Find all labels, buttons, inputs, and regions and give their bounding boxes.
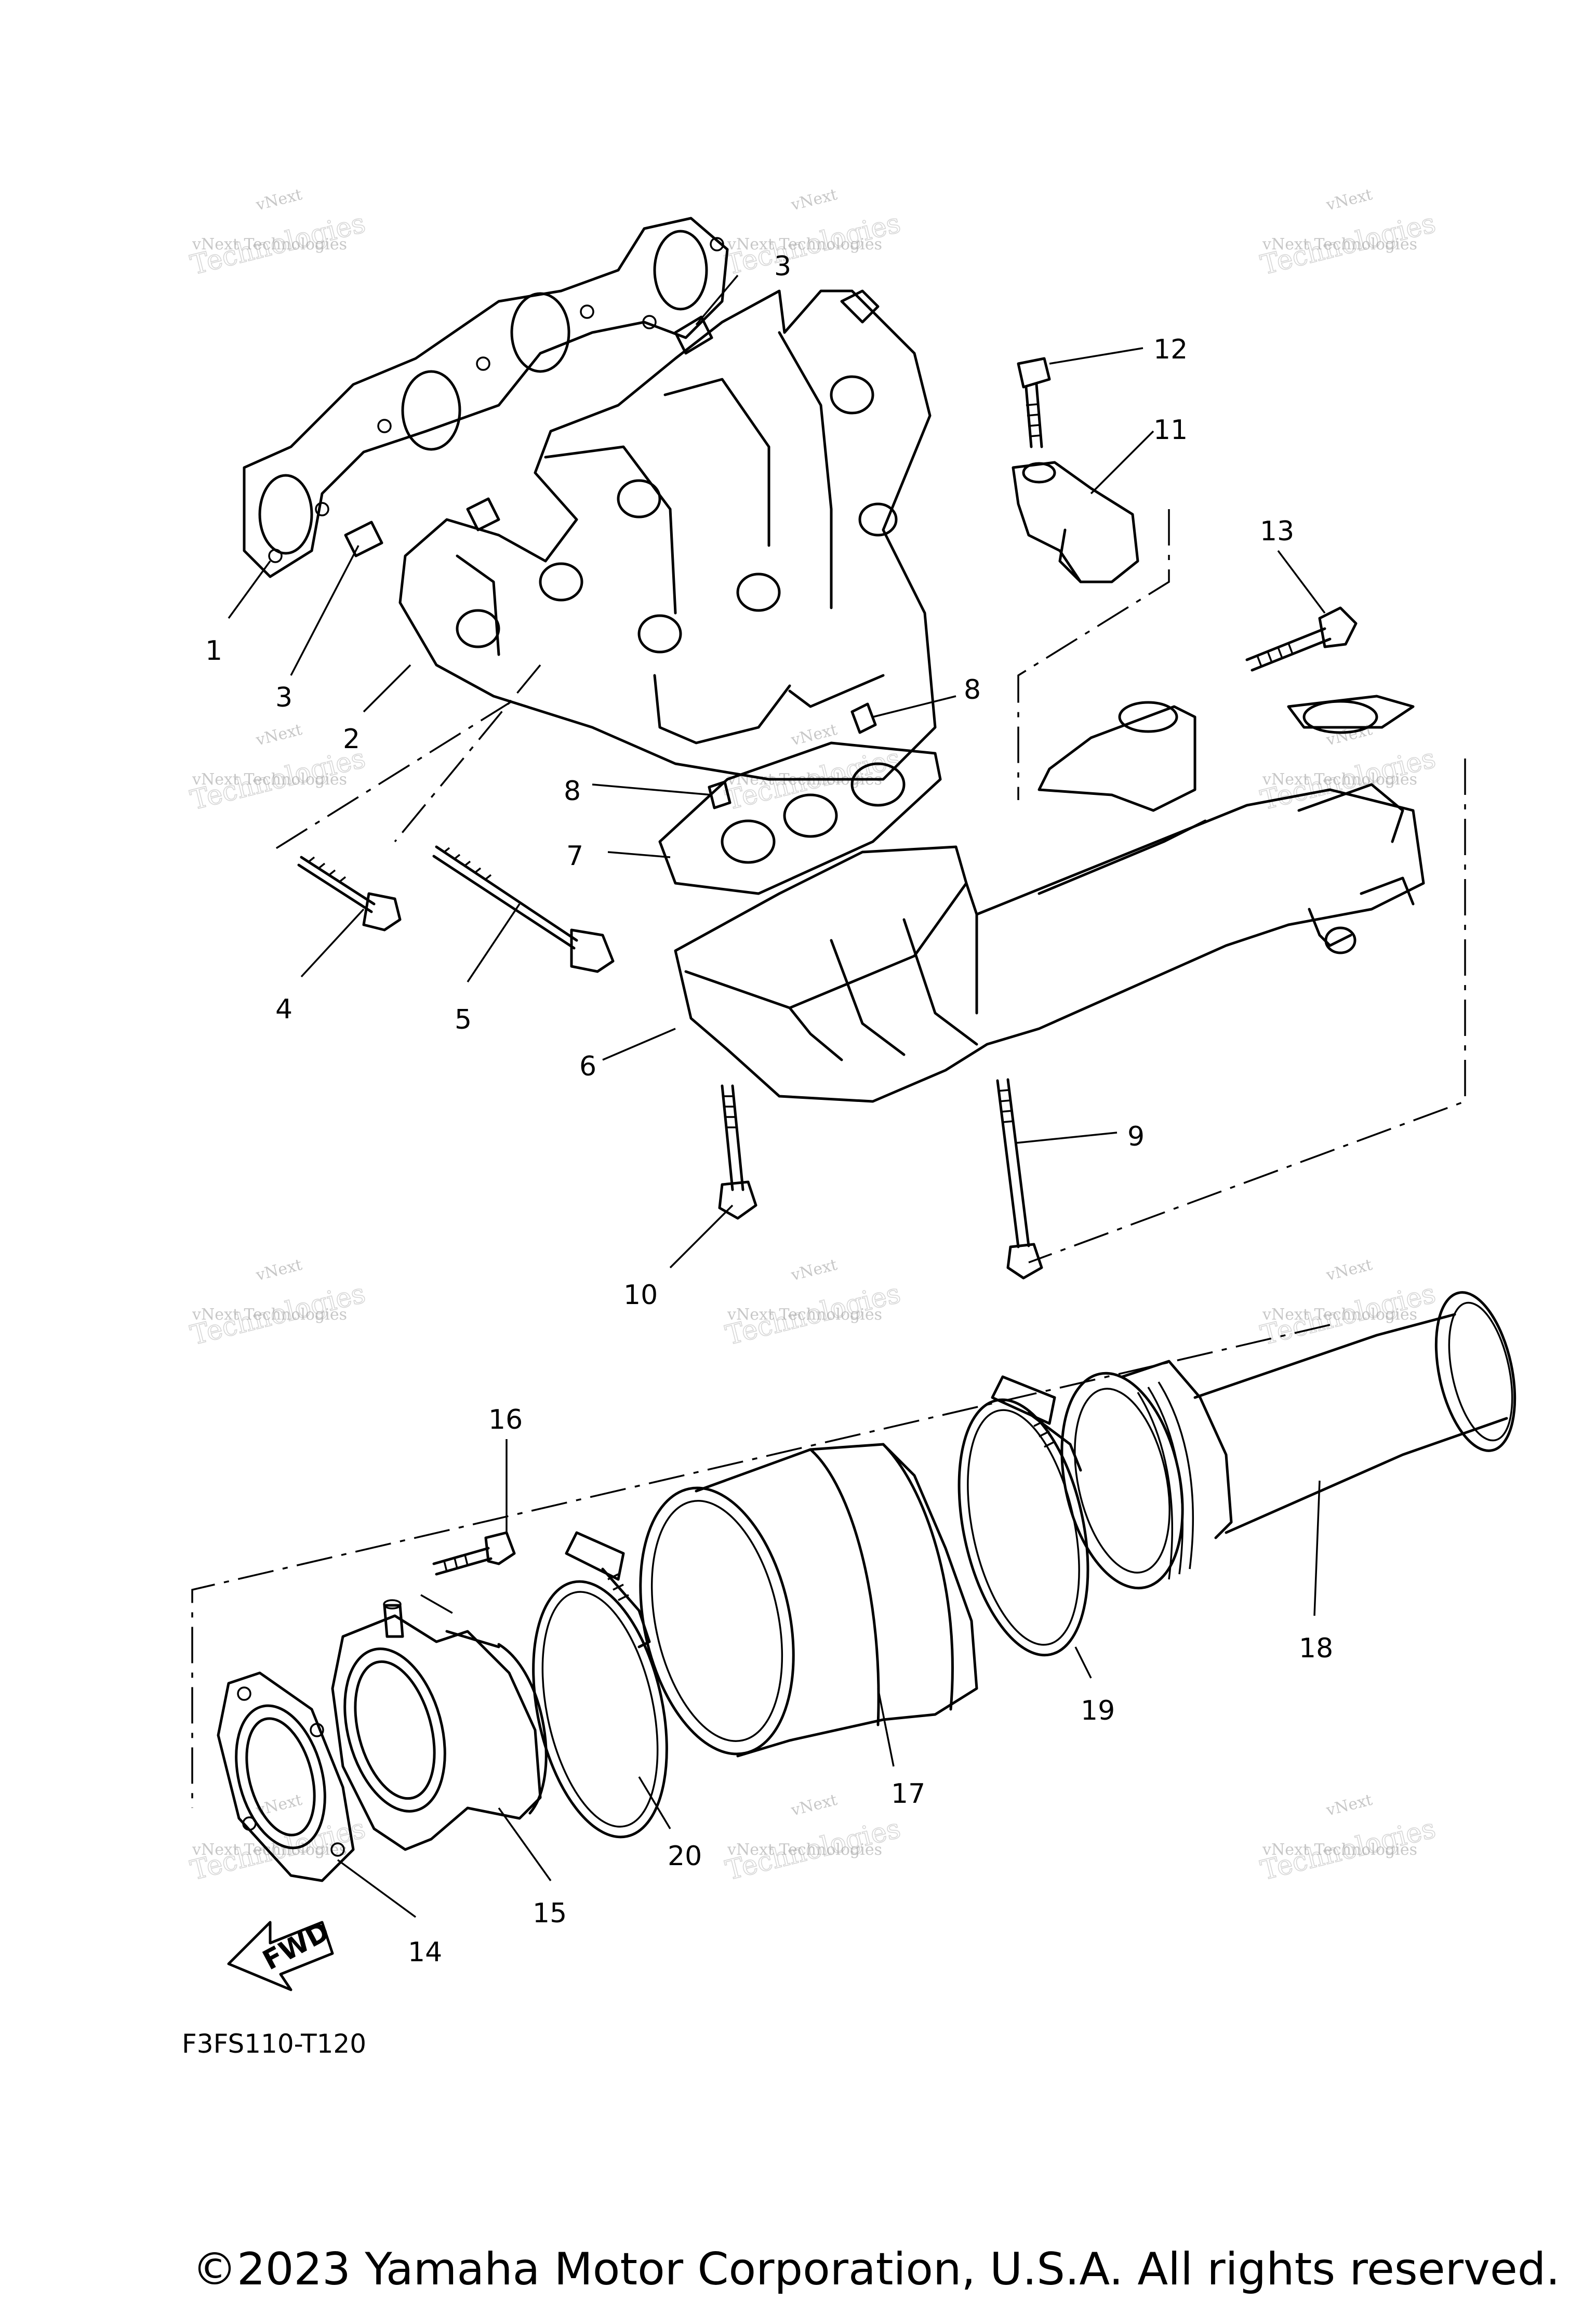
watermark: Technologies vNext vNext Technologies xyxy=(187,721,369,817)
svg-text:vNext: vNext xyxy=(1324,721,1374,750)
watermark: Technologies vNext vNext Technologies xyxy=(722,1791,904,1887)
part-18-exhaust-pipe xyxy=(1060,1291,1517,1590)
callout-5: 5 xyxy=(455,1004,472,1035)
watermark: Technologies vNext vNext Technologies xyxy=(1257,1256,1439,1352)
copyright-notice: ©2023 Yamaha Motor Corporation, U.S.A. A… xyxy=(192,2243,1560,2295)
part-17-hose xyxy=(639,1443,978,1758)
watermark: Technologies vNext vNext Technologies xyxy=(1257,185,1439,282)
svg-text:vNext Technologies: vNext Technologies xyxy=(1262,235,1417,254)
callout-19: 19 xyxy=(1081,1695,1115,1726)
watermark: Technologies vNext vNext Technologies xyxy=(722,721,904,817)
callout-2: 2 xyxy=(343,724,360,755)
part-8-dowel-upper xyxy=(850,702,877,734)
part-4-bolt xyxy=(297,856,402,932)
part-15-joint-pipe xyxy=(331,1599,548,1851)
svg-text:vNext Technologies: vNext Technologies xyxy=(192,235,347,254)
part-3-dowel-upper xyxy=(674,315,713,355)
svg-text:vNext: vNext xyxy=(789,1791,839,1820)
callout-4: 4 xyxy=(275,994,292,1025)
svg-text:vNext: vNext xyxy=(789,1256,839,1285)
callouts: 1 2 3 3 4 5 6 7 8 8 9 10 11 12 13 14 15 … xyxy=(205,251,1333,1968)
svg-text:vNext: vNext xyxy=(254,721,304,750)
part-12-bolt xyxy=(1017,357,1051,448)
callout-18: 18 xyxy=(1299,1633,1333,1664)
callout-15: 15 xyxy=(533,1898,567,1929)
watermark: Technologies vNext vNext Technologies xyxy=(187,1256,369,1352)
svg-text:vNext: vNext xyxy=(1324,1791,1374,1820)
callout-8-upper: 8 xyxy=(964,674,981,706)
part-2-exhaust-manifold xyxy=(398,289,937,781)
callout-9: 9 xyxy=(1127,1121,1145,1152)
part-6-exhaust-chamber xyxy=(674,695,1425,1103)
callout-10: 10 xyxy=(623,1280,658,1311)
svg-text:vNext: vNext xyxy=(1324,1256,1374,1285)
svg-text:vNext: vNext xyxy=(254,1791,304,1820)
part-9-bolt xyxy=(996,1078,1043,1280)
svg-text:vNext Technologies: vNext Technologies xyxy=(1262,1841,1417,1859)
svg-text:vNext Technologies: vNext Technologies xyxy=(1262,1306,1417,1324)
svg-text:vNext: vNext xyxy=(789,185,839,215)
part-16-bolt xyxy=(432,1531,516,1576)
part-1-gasket xyxy=(243,217,729,578)
callout-16: 16 xyxy=(488,1404,523,1435)
part-5-bolt xyxy=(432,845,615,973)
part-11-bracket xyxy=(1012,461,1139,583)
part-14-gasket xyxy=(217,1671,355,1882)
watermark: Technologies vNext vNext Technologies xyxy=(722,1256,904,1352)
svg-text:vNext: vNext xyxy=(254,185,304,215)
callout-13: 13 xyxy=(1260,516,1294,547)
part-19-hose-clamp xyxy=(957,1375,1089,1657)
callout-11: 11 xyxy=(1153,415,1188,446)
svg-text:vNext Technologies: vNext Technologies xyxy=(727,1306,882,1324)
watermark: Technologies vNext vNext Technologies xyxy=(187,1791,369,1887)
part-3-dowel-lower xyxy=(344,521,383,557)
callout-17: 17 xyxy=(891,1778,925,1810)
svg-text:vNext Technologies: vNext Technologies xyxy=(727,235,882,254)
callout-6: 6 xyxy=(579,1051,596,1082)
callout-7: 7 xyxy=(566,841,583,872)
callout-3-upper: 3 xyxy=(774,251,791,282)
part-10-bolt xyxy=(718,1084,757,1220)
svg-text:vNext Technologies: vNext Technologies xyxy=(192,770,347,789)
callout-3-lower: 3 xyxy=(275,682,292,713)
callout-12: 12 xyxy=(1153,334,1188,365)
callout-20: 20 xyxy=(668,1841,702,1872)
svg-text:vNext: vNext xyxy=(789,721,839,750)
part-13-bolt xyxy=(1245,606,1358,672)
svg-text:vNext Technologies: vNext Technologies xyxy=(1262,770,1417,789)
watermark: Technologies vNext vNext Technologies xyxy=(187,185,369,282)
assembly-lines xyxy=(191,509,1466,1808)
svg-text:vNext Technologies: vNext Technologies xyxy=(727,1841,882,1859)
svg-text:vNext Technologies: vNext Technologies xyxy=(192,1306,347,1324)
part-8-dowel-lower xyxy=(708,780,732,809)
callout-1: 1 xyxy=(205,635,222,667)
svg-text:vNext Technologies: vNext Technologies xyxy=(192,1841,347,1859)
svg-text:vNext: vNext xyxy=(254,1256,304,1285)
watermark: Technologies vNext vNext Technologies xyxy=(722,185,904,282)
svg-text:vNext: vNext xyxy=(1324,185,1374,215)
part-7-gasket xyxy=(658,741,942,895)
diagram-code: F3FS110-T120 xyxy=(182,2029,367,2059)
watermark: Technologies vNext vNext Technologies xyxy=(1257,721,1439,817)
callout-14: 14 xyxy=(408,1937,442,1968)
fwd-arrow: FWD xyxy=(227,1916,335,1991)
leader-lines xyxy=(228,274,1326,1918)
watermark: Technologies vNext vNext Technologies xyxy=(1257,1791,1439,1887)
callout-8-lower: 8 xyxy=(564,776,581,807)
